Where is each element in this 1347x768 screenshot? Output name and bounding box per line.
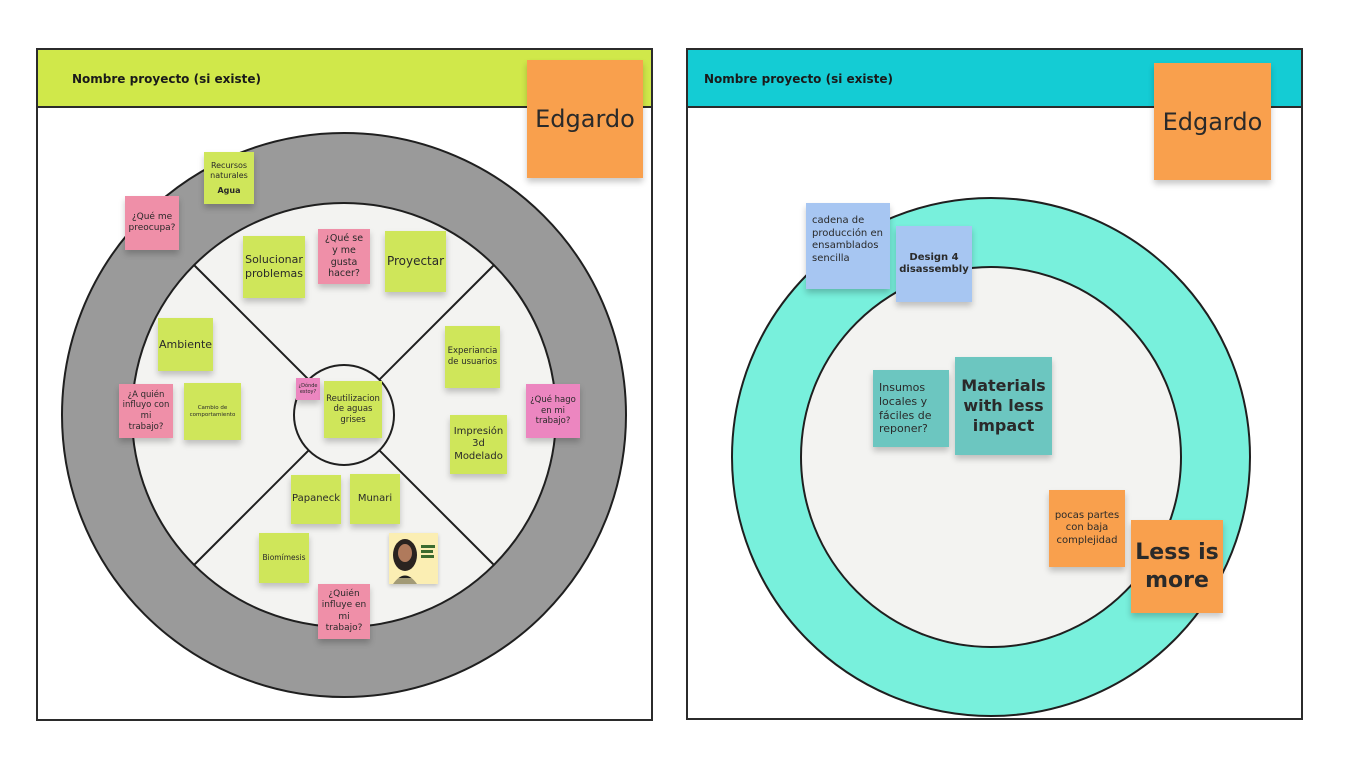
solucionar-label: Solucionar problemas xyxy=(245,253,304,280)
que-me-gusta-label: ¿Qué se y me gusta hacer? xyxy=(324,232,364,280)
papaneck-label: Papaneck xyxy=(292,493,340,505)
less-is-more-label: Less is more xyxy=(1135,540,1219,593)
note-que-me-preocupa[interactable]: ¿Qué me preocupa? xyxy=(125,196,179,250)
note-biomimesis[interactable]: Biomímesis xyxy=(259,533,309,583)
pocas-partes-label: pocas partes con baja complejidad xyxy=(1054,509,1120,546)
note-a-quien-influyo[interactable]: ¿A quién influyo con mi trabajo? xyxy=(119,384,173,438)
note-que-me-gusta[interactable]: ¿Qué se y me gusta hacer? xyxy=(318,229,370,284)
right-board-title: Nombre proyecto (si existe) xyxy=(704,72,894,86)
left-owner-note[interactable]: Edgardo xyxy=(527,60,643,178)
note-cambio-comportamiento[interactable]: Cambio de comportamiento xyxy=(184,383,241,440)
note-donde-estoy[interactable]: ¿Dónde estoy? xyxy=(296,378,320,400)
note-quien-influye[interactable]: ¿Quién influye en mi trabajo? xyxy=(318,584,370,639)
recursos-value: Agua xyxy=(217,185,241,195)
photo-card-label: Stella Sinclair xyxy=(389,533,390,534)
note-design4[interactable]: Design 4 disassembly xyxy=(896,226,972,302)
note-pocas-partes[interactable]: pocas partes con baja complejidad xyxy=(1049,490,1125,567)
cadena-label: cadena de producción en ensamblados senc… xyxy=(812,215,883,264)
right-owner-label: Edgardo xyxy=(1162,107,1263,136)
design4-label: Design 4 disassembly xyxy=(899,251,969,276)
munari-label: Munari xyxy=(357,492,393,504)
impresion-label: Impresión 3d Modelado xyxy=(453,425,504,462)
note-reutilizacion[interactable]: Reutilizacion de aguas grises xyxy=(324,381,382,438)
left-board-title: Nombre proyecto (si existe) xyxy=(72,72,262,86)
note-solucionar-problemas[interactable]: Solucionar problemas xyxy=(243,236,305,298)
note-cadena-produccion[interactable]: cadena de producción en ensamblados senc… xyxy=(806,203,890,289)
right-owner-note[interactable]: Edgardo xyxy=(1154,63,1271,180)
donde-estoy-label: ¿Dónde estoy? xyxy=(298,382,318,395)
proyectar-label: Proyectar xyxy=(386,254,445,268)
left-owner-label: Edgardo xyxy=(535,105,635,133)
note-que-hago[interactable]: ¿Qué hago en mi trabajo? xyxy=(526,384,580,438)
note-proyectar[interactable]: Proyectar xyxy=(385,231,446,292)
reutilizacion-label: Reutilizacion de aguas grises xyxy=(326,393,380,425)
person-avatar-icon xyxy=(389,539,438,584)
que-me-preocupa-label: ¿Qué me preocupa? xyxy=(128,211,176,233)
photo-card[interactable]: Stella Sinclair xyxy=(389,533,438,584)
quien-influye-label: ¿Quién influye en mi trabajo? xyxy=(321,589,367,633)
recursos-title: Recursos naturales xyxy=(210,160,248,180)
note-ambiente[interactable]: Ambiente xyxy=(158,318,213,371)
cambio-label: Cambio de comportamiento xyxy=(189,404,236,418)
ambiente-label: Ambiente xyxy=(158,337,213,351)
materials-label: Materials with less impact xyxy=(961,376,1046,435)
note-materials[interactable]: Materials with less impact xyxy=(955,357,1052,455)
note-munari[interactable]: Munari xyxy=(350,474,400,524)
a-quien-influyo-label: ¿A quién influyo con mi trabajo? xyxy=(122,389,170,432)
biomimesis-label: Biomímesis xyxy=(262,553,306,563)
note-papaneck[interactable]: Papaneck xyxy=(291,475,341,524)
insumos-label: Insumos locales y fáciles de reponer? xyxy=(879,381,932,436)
experiencia-label: Experiancia de usuarios xyxy=(447,346,498,367)
note-experiencia-usuarios[interactable]: Experiancia de usuarios xyxy=(445,326,500,388)
note-impresion-3d[interactable]: Impresión 3d Modelado xyxy=(450,415,507,474)
note-recursos-naturales[interactable]: Recursos naturales Agua xyxy=(204,152,254,204)
que-hago-label: ¿Qué hago en mi trabajo? xyxy=(530,395,576,427)
note-less-is-more[interactable]: Less is more xyxy=(1131,520,1223,613)
right-inner-disc xyxy=(800,266,1182,648)
note-insumos[interactable]: Insumos locales y fáciles de reponer? xyxy=(873,370,949,447)
